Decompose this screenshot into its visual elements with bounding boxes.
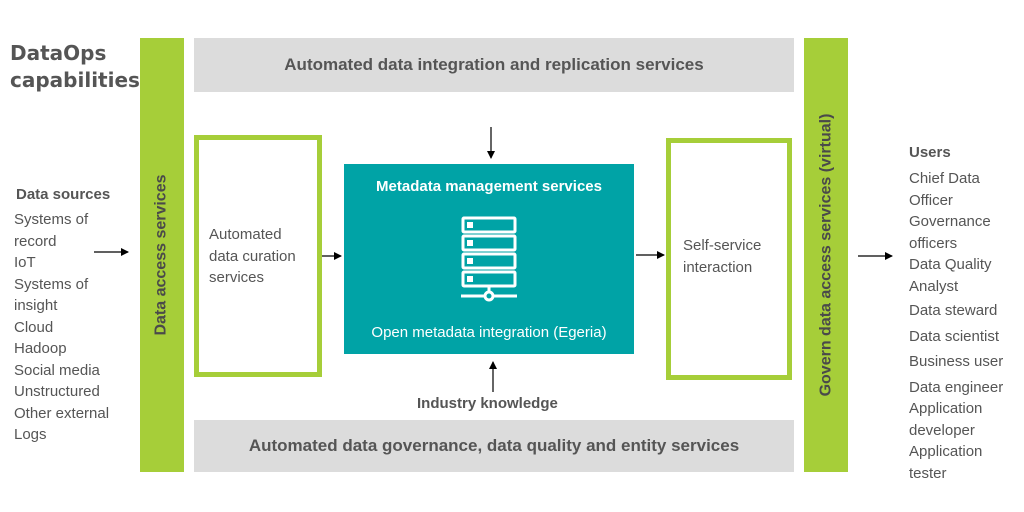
data-source-item: Unstructured (14, 383, 100, 400)
user-item: Data engineer (909, 378, 1004, 396)
data-source-item: Systems of record (14, 211, 89, 250)
user-item: Governance officers (909, 213, 991, 252)
data-source-item: Logs (14, 426, 47, 443)
user-item: Data scientist (909, 327, 1000, 345)
data-source-item: IoT (14, 254, 36, 271)
data-sources-heading: Data sources (16, 186, 111, 203)
integration-replication-bar: Automated data integration and replicati… (194, 38, 794, 92)
user-item: Application tester (909, 443, 983, 482)
user-item: Application developer (909, 400, 983, 439)
data-curation-box: Automated data curation services (194, 135, 322, 377)
title-line-1: DataOps (10, 41, 107, 65)
user-item: Business user (909, 353, 1004, 370)
data-source-item: Social media (14, 361, 100, 379)
governance-quality-bar: Automated data governance, data quality … (194, 420, 794, 472)
title-line-2: capabilities (10, 68, 140, 92)
metadata-management-title: Metadata management services (376, 178, 602, 195)
data-access-services-bar: Data access services (140, 38, 184, 472)
govern-data-access-bar: Govern data access services (virtual) (804, 38, 848, 472)
users-heading: Users (909, 144, 951, 161)
server-icon (461, 216, 517, 302)
user-item: Data steward (909, 302, 998, 319)
data-source-item: Cloud (14, 318, 54, 336)
integration-replication-label: Automated data integration and replicati… (284, 55, 704, 74)
diagram-title: DataOps capabilities (10, 40, 140, 94)
metadata-management-box: Metadata management services Open metada… (344, 164, 634, 354)
data-source-item: Hadoop (14, 340, 67, 357)
user-item: Chief Data Officer (909, 170, 980, 209)
open-metadata-integration-label: Open metadata integration (Egeria) (371, 324, 607, 341)
users-list: Chief Data Officer Governance officers D… (909, 168, 1019, 484)
data-source-item: Other external (14, 404, 110, 422)
self-service-label: Self-service interaction (683, 235, 761, 278)
data-curation-label: Automated data curation services (209, 224, 296, 289)
data-source-item: Systems of insight (14, 275, 89, 315)
self-service-box: Self-service interaction (666, 138, 792, 380)
self-service-line: Self-service (683, 237, 762, 254)
data-sources-list: Systems of record IoT Systems of insight… (14, 209, 114, 446)
data-curation-line: services (209, 269, 265, 286)
data-sources-panel: Data sources (16, 186, 136, 203)
governance-quality-label: Automated data governance, data quality … (248, 436, 740, 455)
industry-knowledge-label: Industry knowledge (417, 395, 558, 412)
self-service-line: interaction (683, 258, 753, 276)
data-curation-line: Automated (209, 226, 282, 243)
data-curation-line: data curation (209, 247, 296, 265)
user-item: Data Quality Analyst (909, 256, 992, 295)
